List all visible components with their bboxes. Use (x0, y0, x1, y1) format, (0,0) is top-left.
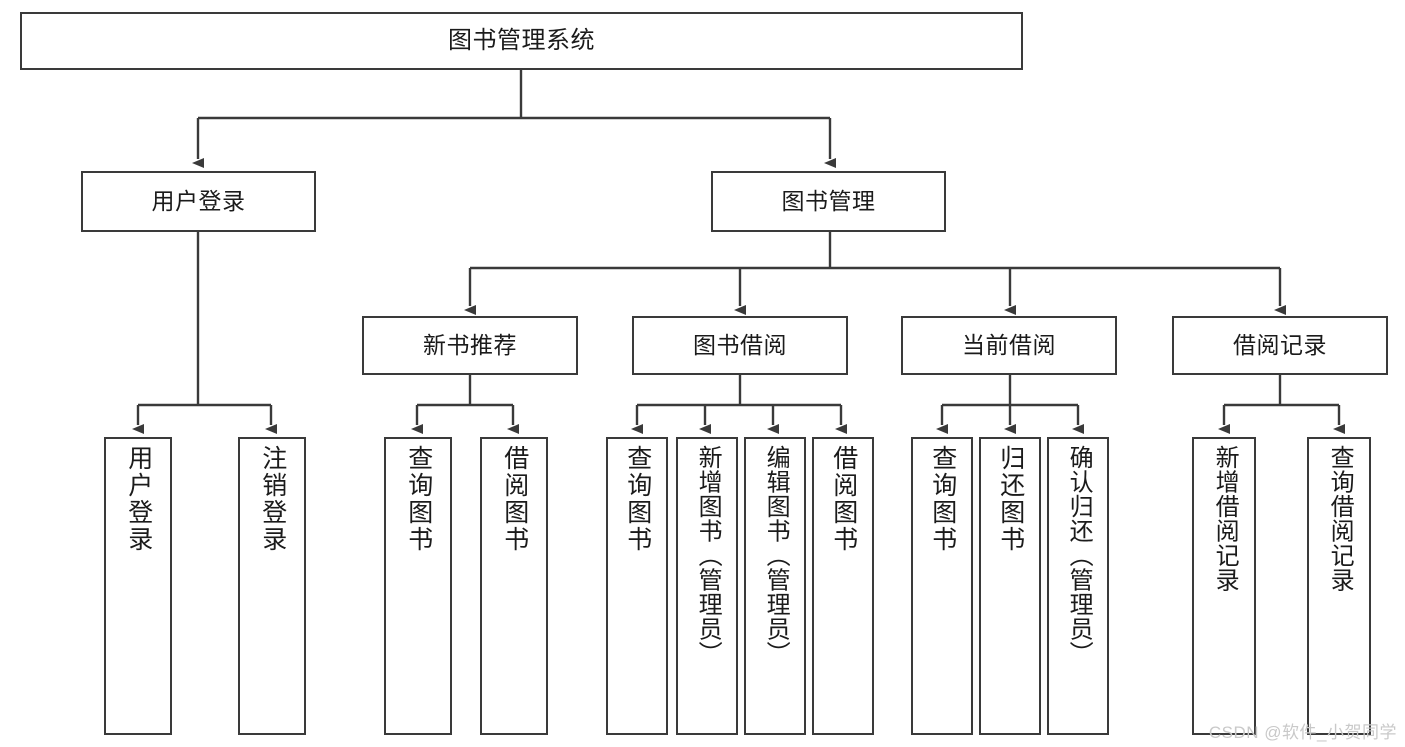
node-leaf-query-book-1[interactable]: 查询图书 (384, 437, 452, 735)
node-leaf-borrow-book-2[interactable]: 借阅图书 (812, 437, 874, 735)
node-leaf-query-book-2[interactable]: 查询图书 (606, 437, 668, 735)
node-root-label: 图书管理系统 (448, 26, 595, 54)
node-leaf-user-login-label: 用户登录 (124, 445, 153, 553)
node-leaf-query-book-3[interactable]: 查询图书 (911, 437, 973, 735)
node-current-borrow-label: 当前借阅 (962, 331, 1056, 358)
node-leaf-user-login[interactable]: 用户登录 (104, 437, 172, 735)
node-leaf-add-record[interactable]: 新增借阅记录 (1192, 437, 1256, 735)
node-leaf-add-book-label: 新增图书（管理员） (694, 445, 722, 666)
node-book-borrow-label: 图书借阅 (693, 331, 787, 358)
node-leaf-confirm-return[interactable]: 确认归还（管理员） (1047, 437, 1109, 735)
node-leaf-query-record[interactable]: 查询借阅记录 (1307, 437, 1371, 735)
node-leaf-confirm-return-label: 确认归还（管理员） (1065, 445, 1093, 666)
node-leaf-borrow-book-2-label: 借阅图书 (829, 445, 858, 553)
node-book-management[interactable]: 图书管理 (711, 171, 946, 232)
node-leaf-return-book-label: 归还图书 (996, 445, 1025, 553)
node-new-book-recommend[interactable]: 新书推荐 (362, 316, 578, 375)
node-leaf-query-book-3-label: 查询图书 (928, 445, 957, 553)
csdn-watermark: CSDN @软件_小贺同学 (1208, 723, 1397, 742)
node-leaf-edit-book-label: 编辑图书（管理员） (762, 445, 790, 666)
node-current-borrow[interactable]: 当前借阅 (901, 316, 1117, 375)
node-leaf-logout-label: 注销登录 (258, 445, 287, 553)
node-leaf-logout[interactable]: 注销登录 (238, 437, 306, 735)
node-borrow-record[interactable]: 借阅记录 (1172, 316, 1388, 375)
node-leaf-query-book-1-label: 查询图书 (404, 445, 433, 553)
node-leaf-borrow-book-1[interactable]: 借阅图书 (480, 437, 548, 735)
node-book-management-label: 图书管理 (781, 187, 876, 214)
node-leaf-add-book[interactable]: 新增图书（管理员） (676, 437, 738, 735)
node-leaf-query-book-2-label: 查询图书 (623, 445, 652, 553)
node-borrow-record-label: 借阅记录 (1233, 331, 1327, 358)
node-new-book-recommend-label: 新书推荐 (423, 331, 517, 358)
node-leaf-add-record-label: 新增借阅记录 (1211, 445, 1239, 592)
node-leaf-edit-book[interactable]: 编辑图书（管理员） (744, 437, 806, 735)
node-leaf-borrow-book-1-label: 借阅图书 (500, 445, 529, 553)
node-root-system[interactable]: 图书管理系统 (20, 12, 1023, 70)
node-user-login[interactable]: 用户登录 (81, 171, 316, 232)
node-book-borrow[interactable]: 图书借阅 (632, 316, 848, 375)
node-leaf-return-book[interactable]: 归还图书 (979, 437, 1041, 735)
node-user-login-label: 用户登录 (151, 187, 246, 214)
node-leaf-query-record-label: 查询借阅记录 (1326, 445, 1354, 592)
